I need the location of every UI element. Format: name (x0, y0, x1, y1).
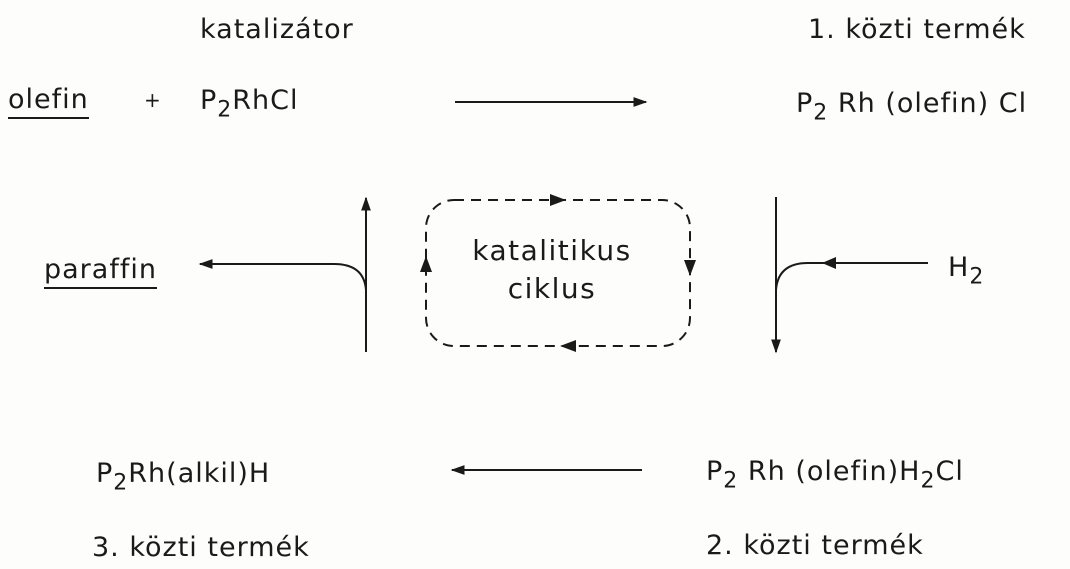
intermediate-1-label: 1. közti termék (808, 14, 1026, 45)
cycle-arrow-left (420, 256, 432, 272)
intermediate-2-formula: P2 Rh (olefin)H2Cl (706, 456, 964, 494)
cycle-arrow-right (684, 260, 696, 276)
reactant-olefin: olefin (8, 86, 89, 119)
hydrogen-formula: H2 (948, 252, 985, 290)
arrow-h2-in-head (822, 257, 836, 269)
cycle-box (425, 199, 691, 347)
plus-sign: + (144, 88, 162, 112)
arrow-h2-in (775, 262, 928, 291)
cycle-label-line2: ciklus (507, 272, 597, 305)
intermediate-3-label: 3. közti termék (92, 532, 310, 563)
cycle-arrow-bottom (560, 340, 576, 352)
catalytic-cycle-label: katalitikus ciklus (440, 232, 664, 308)
catalyst-label: katalizátor (200, 14, 354, 45)
intermediate-1-formula: P2 Rh (olefin) Cl (796, 88, 1028, 126)
product-paraffin: paraffin (44, 256, 157, 289)
catalyst-formula: P2RhCl (200, 85, 299, 123)
intermediate-3-formula: P2Rh(alkil)H (96, 458, 271, 496)
intermediate-2-label: 2. közti termék (706, 530, 924, 561)
arrow-paraffin-out (198, 259, 367, 291)
cycle-label-line1: katalitikus (472, 234, 632, 267)
cycle-arrow-top (550, 194, 566, 206)
